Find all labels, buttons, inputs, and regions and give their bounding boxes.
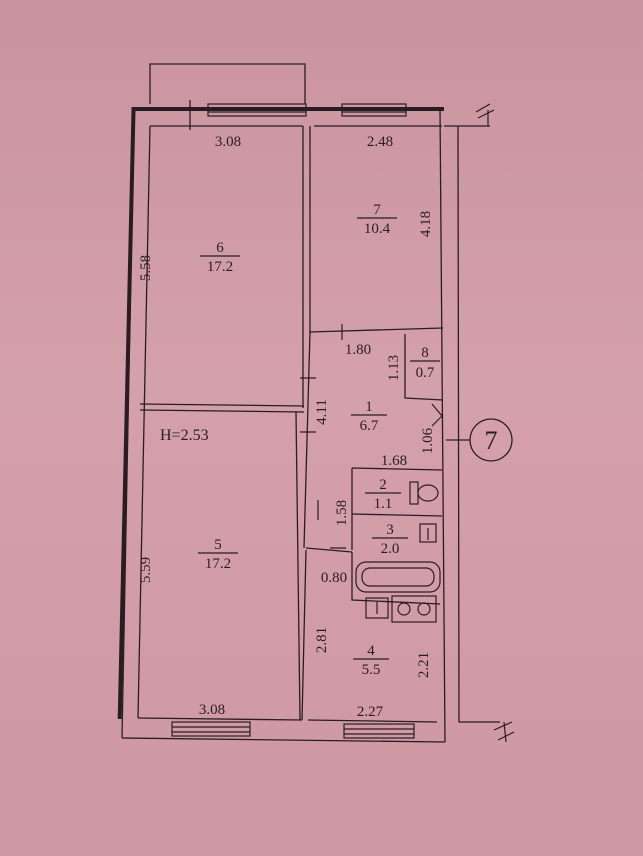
dim-room5-width: 3.08	[199, 702, 225, 718]
dim-kitchen-left: 2.81	[314, 627, 330, 653]
section-number: 7	[485, 426, 498, 455]
kitchen-sink-icon	[365, 597, 389, 619]
room-label-8: 8 0.7	[410, 345, 440, 381]
dim-bath-width: 1.68	[381, 453, 407, 469]
bathtub-icon	[355, 561, 441, 593]
room-label-5: 5 17.2	[198, 537, 238, 572]
sink-icon	[419, 523, 437, 543]
room-3-area: 2.0	[381, 541, 400, 557]
room-4-number: 4	[367, 643, 375, 659]
dim-room5-length: 5.59	[138, 557, 154, 583]
window-room7	[341, 103, 407, 117]
dim-kitchen-width: 2.27	[357, 704, 384, 720]
room-5-number: 5	[214, 537, 222, 553]
window-kitchen	[343, 723, 415, 739]
room-5-area: 17.2	[205, 556, 231, 572]
outer-walls	[117, 103, 515, 743]
room-7-number: 7	[373, 202, 381, 218]
room-6-area: 17.2	[207, 259, 233, 275]
interior-walls	[139, 126, 444, 721]
room-label-7: 7 10.4	[357, 202, 397, 237]
room-3-number: 3	[386, 522, 394, 538]
room-4-area: 5.5	[362, 662, 381, 678]
window-room5	[171, 721, 251, 737]
window-room6	[189, 100, 307, 130]
stove-icon	[391, 595, 437, 623]
section-marker: 7	[446, 418, 513, 462]
room-label-4: 4 5.5	[353, 643, 389, 678]
room-1-area: 6.7	[360, 418, 379, 434]
toilet-icon	[409, 481, 439, 505]
dim-kitchen-right: 2.21	[416, 652, 432, 678]
dim-room6-length: 5.58	[138, 255, 154, 281]
ceiling-height-label: H=2.53	[160, 427, 209, 444]
room-2-number: 2	[379, 477, 387, 493]
room-7-area: 10.4	[364, 221, 391, 237]
dim-room6-width: 3.08	[215, 134, 241, 150]
dim-hall-width: 1.80	[345, 342, 371, 358]
dim-hall-length: 4.11	[314, 399, 330, 425]
dim-room7-length: 4.18	[418, 211, 434, 237]
room-8-number: 8	[421, 345, 429, 361]
room-6-number: 6	[216, 240, 224, 256]
room-label-3: 3 2.0	[372, 522, 408, 557]
room-label-1: 1 6.7	[351, 399, 387, 434]
room-2-area: 1.1	[374, 496, 393, 512]
dim-passage-width: 0.80	[321, 570, 347, 586]
dim-room8-length: 1.13	[386, 355, 402, 381]
room-label-6: 6 17.2	[200, 240, 240, 275]
room-8-area: 0.7	[416, 365, 435, 381]
balcony-outline	[149, 63, 306, 104]
dim-room7-width: 2.48	[367, 134, 393, 150]
room-1-number: 1	[365, 399, 373, 415]
dim-hall-right: 1.06	[420, 427, 436, 454]
room-label-2: 2 1.1	[365, 477, 401, 512]
dim-wc-length: 1.58	[334, 500, 350, 526]
